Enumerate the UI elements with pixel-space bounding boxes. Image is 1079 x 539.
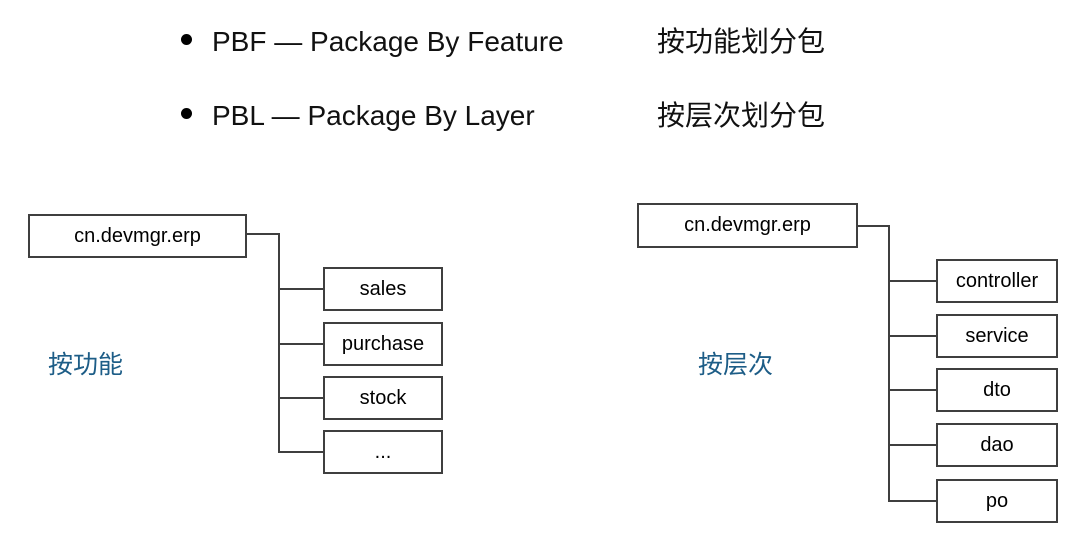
connector-line [280,451,323,453]
bullet-pbl-cjk: 按层次划分包 [657,100,826,131]
pbl-child-dto: dto [936,368,1058,412]
pbf-tree-label: 按功能 [48,351,124,379]
connector-line [245,233,280,235]
pbf-child-stock: stock [323,376,443,420]
connector-line [890,389,936,391]
bullet-pbf-text: PBF — Package By Feature [212,26,564,57]
connector-line [856,225,890,227]
pbl-child-controller: controller [936,259,1058,303]
connector-line [278,233,280,453]
bullet-pbl-text: PBL — Package By Layer [212,100,535,131]
pbf-child-ellipsis: ... [323,430,443,474]
bullet-icon [181,34,192,45]
bullet-icon [181,108,192,119]
pbl-child-dao: dao [936,423,1058,467]
connector-line [890,444,936,446]
pbf-child-sales: sales [323,267,443,311]
pbl-root-box: cn.devmgr.erp [637,203,858,248]
pbl-child-service: service [936,314,1058,358]
connector-line [890,280,936,282]
connector-line [888,225,890,502]
connector-line [280,288,323,290]
connector-line [280,343,323,345]
connector-line [890,335,936,337]
pbf-child-purchase: purchase [323,322,443,366]
connector-line [890,500,936,502]
pbl-child-po: po [936,479,1058,523]
bullet-pbf-cjk: 按功能划分包 [657,26,826,57]
pbf-root-box: cn.devmgr.erp [28,214,247,258]
connector-line [280,397,323,399]
pbl-tree-label: 按层次 [698,351,774,379]
